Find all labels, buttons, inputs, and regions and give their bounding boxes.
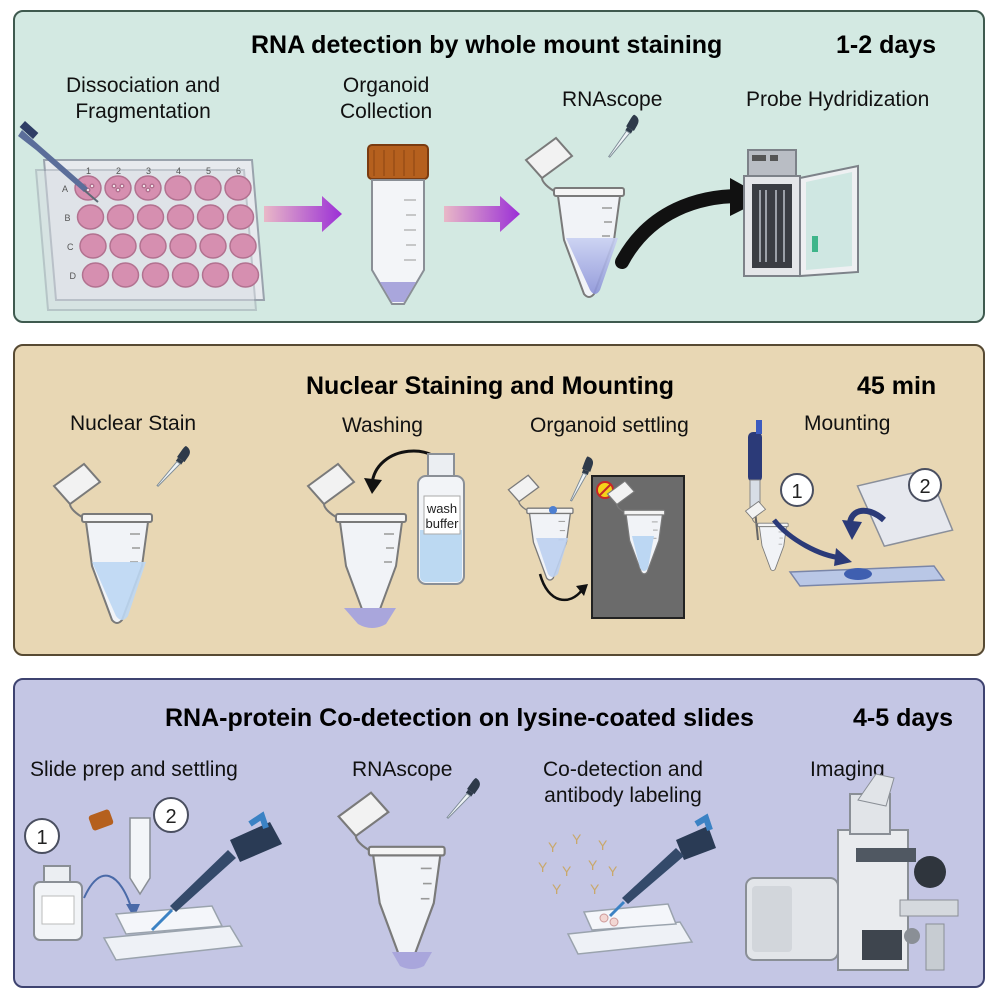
svg-text:Y: Y: [572, 831, 582, 847]
plate-well: [196, 204, 225, 230]
plate-col-label: 2: [116, 166, 121, 176]
step-washing-label: Washing: [342, 414, 423, 437]
plate-well: [76, 204, 105, 230]
marker-2: 2: [919, 476, 930, 498]
panel-3-duration: 4-5 days: [853, 704, 954, 732]
step-nuclear-stain-label: Nuclear Stain: [70, 412, 197, 435]
well-plate: [34, 159, 266, 311]
plate-well: [141, 262, 170, 288]
conical-tube-icon: [367, 144, 429, 305]
svg-text:Y: Y: [552, 881, 562, 897]
incubator-icon: [743, 149, 859, 278]
panel-1-title: RNA detection by whole mount staining: [251, 31, 723, 59]
plate-well: [139, 233, 167, 259]
plate-col-label: 1: [86, 166, 91, 176]
step-slide-prep-label: Slide prep and settling: [30, 758, 238, 781]
plate-well: [229, 233, 257, 259]
plate-row-label: C: [67, 242, 74, 252]
svg-text:buffer: buffer: [425, 516, 459, 531]
plate-well: [199, 233, 227, 259]
svg-text:Y: Y: [588, 857, 598, 873]
plate-col-label: 4: [176, 166, 181, 176]
plate-well: [224, 175, 252, 201]
svg-text:Y: Y: [590, 881, 600, 897]
organoid-dot: [115, 187, 121, 193]
step-rnascope-label: RNAscope: [562, 88, 663, 111]
marker-1: 1: [791, 481, 802, 503]
panel-1-duration: 1-2 days: [836, 31, 937, 59]
svg-text:wash: wash: [426, 501, 457, 516]
step-dissociation-label: Dissociation and Fragmentation: [66, 74, 221, 123]
plate-well: [136, 204, 165, 230]
step-codetection-label: Co-detection and antibody labeling: [543, 758, 703, 807]
plate-well: [194, 175, 222, 201]
plate-well: [171, 262, 200, 288]
organoid-dot: [145, 187, 151, 193]
plate-well: [106, 204, 135, 230]
plate-col-label: 3: [146, 166, 151, 176]
plate-well: [81, 262, 110, 288]
microscope-icon: [745, 773, 959, 971]
panel-2-title: Nuclear Staining and Mounting: [306, 372, 675, 400]
svg-text:Y: Y: [608, 863, 618, 879]
step-mounting-label: Mounting: [804, 412, 891, 435]
marker-1b: 1: [36, 827, 47, 849]
step-imaging-label: Imaging: [810, 758, 885, 781]
plate-well: [166, 204, 195, 230]
plate-well: [164, 175, 192, 201]
step-rnascope-2-label: RNAscope: [352, 758, 453, 781]
plate-well: [109, 233, 137, 259]
organoid-dot: [141, 183, 147, 189]
organoid-dot: [119, 183, 125, 189]
plate-well: [79, 233, 107, 259]
panel-3-title: RNA-protein Co-detection on lysine-coate…: [165, 704, 754, 732]
step-probe-hybridization-label: Probe Hydridization: [746, 88, 930, 111]
wash-buffer-bottle: wash buffer: [417, 453, 465, 585]
plate-well: [231, 262, 260, 288]
organoid-dot: [89, 183, 95, 189]
plate-row-label: D: [70, 271, 77, 281]
marker-2b: 2: [165, 806, 176, 828]
svg-text:Y: Y: [562, 863, 572, 879]
plate-row-label: A: [62, 184, 68, 194]
panel-2-duration: 45 min: [857, 372, 937, 400]
plate-col-label: 5: [206, 166, 211, 176]
plate-row-label: B: [65, 213, 71, 223]
organoid-dot: [85, 187, 91, 193]
plate-well: [111, 262, 140, 288]
svg-text:Y: Y: [548, 839, 558, 855]
svg-text:Y: Y: [598, 837, 608, 853]
svg-text:Y: Y: [538, 859, 548, 875]
plate-well: [169, 233, 197, 259]
step-organoid-settling-label: Organoid settling: [530, 414, 689, 437]
organoid-dot: [111, 183, 117, 189]
organoid-dot: [149, 183, 155, 189]
step-organoid-collection-label: Organoid Collection: [340, 74, 433, 123]
plate-well: [226, 204, 255, 230]
plate-col-label: 6: [236, 166, 241, 176]
plate-well: [201, 262, 230, 288]
panel-nuclear-staining: [13, 344, 985, 656]
